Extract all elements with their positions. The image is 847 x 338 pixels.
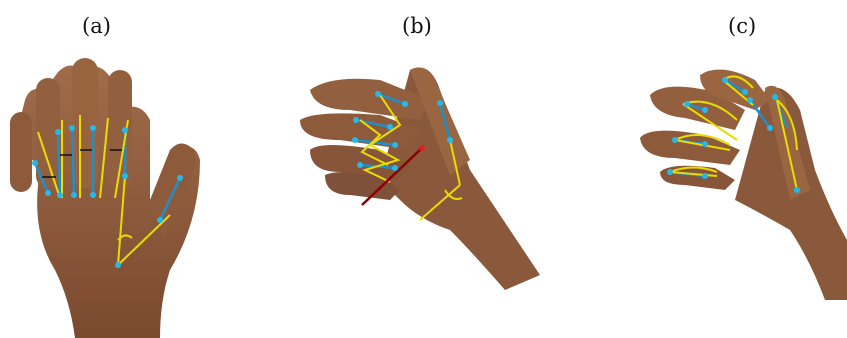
hand-shape xyxy=(640,69,847,300)
panel-c: (c) xyxy=(625,0,847,338)
joint-markers xyxy=(352,91,453,171)
hand-claw-grip-illustration xyxy=(640,69,847,300)
palm-normal-vector xyxy=(361,147,423,206)
panel-b: (b) xyxy=(270,0,560,338)
direction-vectors xyxy=(359,94,463,221)
palm-center-marker xyxy=(419,145,425,151)
bone-segments xyxy=(33,127,182,221)
hand-open-palm-illustration xyxy=(10,58,200,338)
joint-markers xyxy=(32,125,183,268)
panel-label-c: (c) xyxy=(728,14,757,38)
panel-label-a: (a) xyxy=(82,14,111,38)
joint-markers xyxy=(667,77,800,193)
hand-shape xyxy=(300,67,540,290)
hand-side-view-illustration xyxy=(300,67,540,290)
finger-spacing-arrows xyxy=(42,149,122,178)
panel-label-b: (b) xyxy=(402,14,432,38)
direction-vectors xyxy=(669,75,798,191)
panel-a: (a) xyxy=(0,0,230,338)
direction-vectors xyxy=(37,115,171,266)
